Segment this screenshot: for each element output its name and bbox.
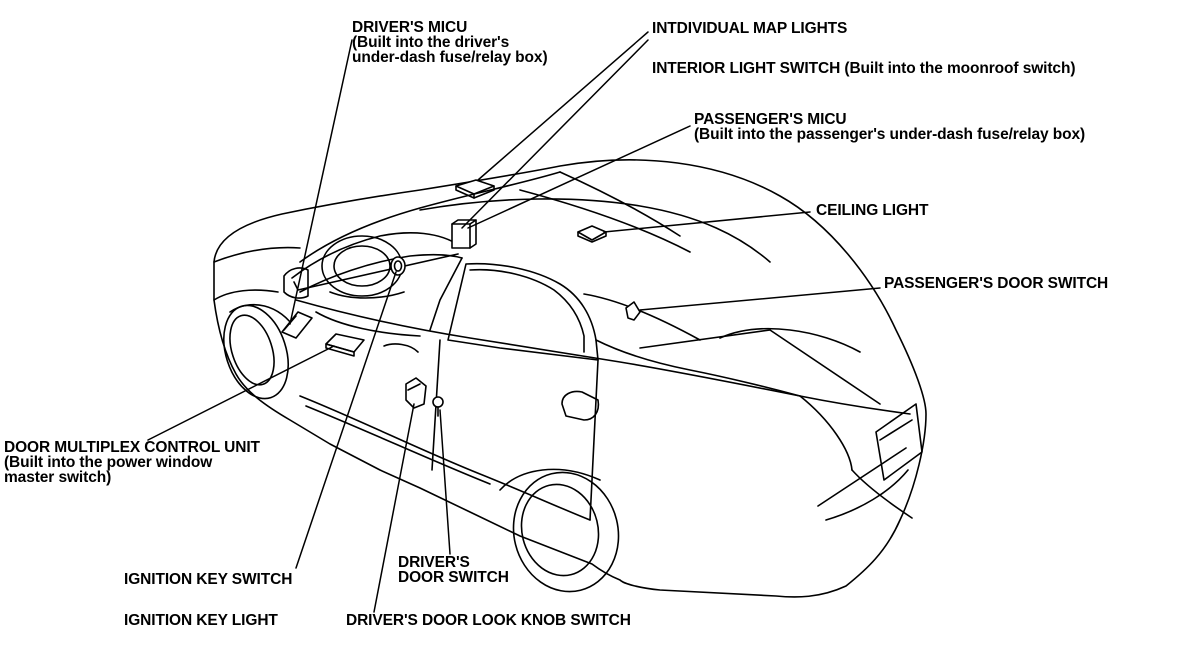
label-passengers-micu: PASSENGER'S MICU (Built into the passeng… [694,111,1086,143]
label-ceiling-light: CEILING LIGHT [816,202,929,219]
rear-wheel [499,468,620,593]
label-passengers-door-switch: PASSENGER'S DOOR SWITCH [884,275,1109,292]
label-door-multiplex-title: DOOR MULTIPLEX CONTROL UNIT [4,439,260,456]
label-passengers-micu-line2: (Built into the passenger's under-dash f… [694,126,1086,143]
leader-ignition-switch [295,271,397,569]
component-passengers-door-switch [625,301,641,321]
leader-interior-light-switch [461,39,649,229]
component-ignition-switch [390,256,406,276]
leader-drivers-micu [289,39,353,325]
component-door-lock-knob-switch [405,377,427,409]
component-drivers-door-switch [432,396,444,417]
leader-drivers-door-switch [439,409,451,555]
car-body-outline [213,159,927,598]
leader-door-lock-knob [373,403,415,613]
leader-passengers-door-switch [639,287,881,311]
label-map-lights: INTDIVIDUAL MAP LIGHTS [652,20,848,37]
label-interior-light-switch: INTERIOR LIGHT SWITCH (Built into the mo… [652,60,1076,77]
leader-map-lights [477,31,649,181]
label-ignition-key-light: IGNITION KEY LIGHT [124,612,278,629]
label-passengers-micu-title: PASSENGER'S MICU [694,111,847,128]
label-drivers-door-switch-line1: DRIVER'S [398,554,470,571]
label-drivers-micu-title: DRIVER'S MICU [352,19,468,36]
label-drivers-micu-line3: under-dash fuse/relay box) [352,49,548,66]
label-door-multiplex-line3: master switch) [4,469,112,486]
label-door-lock-knob-switch: DRIVER'S DOOR LOOK KNOB SWITCH [346,612,631,629]
leader-ceiling-light [603,211,811,233]
label-door-multiplex-line2: (Built into the power window [4,454,213,471]
leader-passengers-micu [467,125,691,229]
component-map-lights [455,179,495,199]
component-drivers-micu [281,311,313,339]
label-drivers-door-switch-line2: DOOR SWITCH [398,569,509,586]
label-drivers-micu: DRIVER'S MICU (Built into the driver's u… [352,19,548,66]
component-ceiling-light [577,225,607,243]
label-drivers-micu-line2: (Built into the driver's [352,34,510,51]
leader-lines [147,31,881,613]
component-passengers-micu [451,219,477,249]
label-door-multiplex: DOOR MULTIPLEX CONTROL UNIT (Built into … [4,439,260,486]
component-door-multiplex-unit [325,333,365,357]
label-drivers-door-switch: DRIVER'S DOOR SWITCH [398,554,509,586]
label-ignition-key-switch: IGNITION KEY SWITCH [124,571,293,588]
leader-door-multiplex [147,345,335,441]
front-wheel [223,303,297,400]
